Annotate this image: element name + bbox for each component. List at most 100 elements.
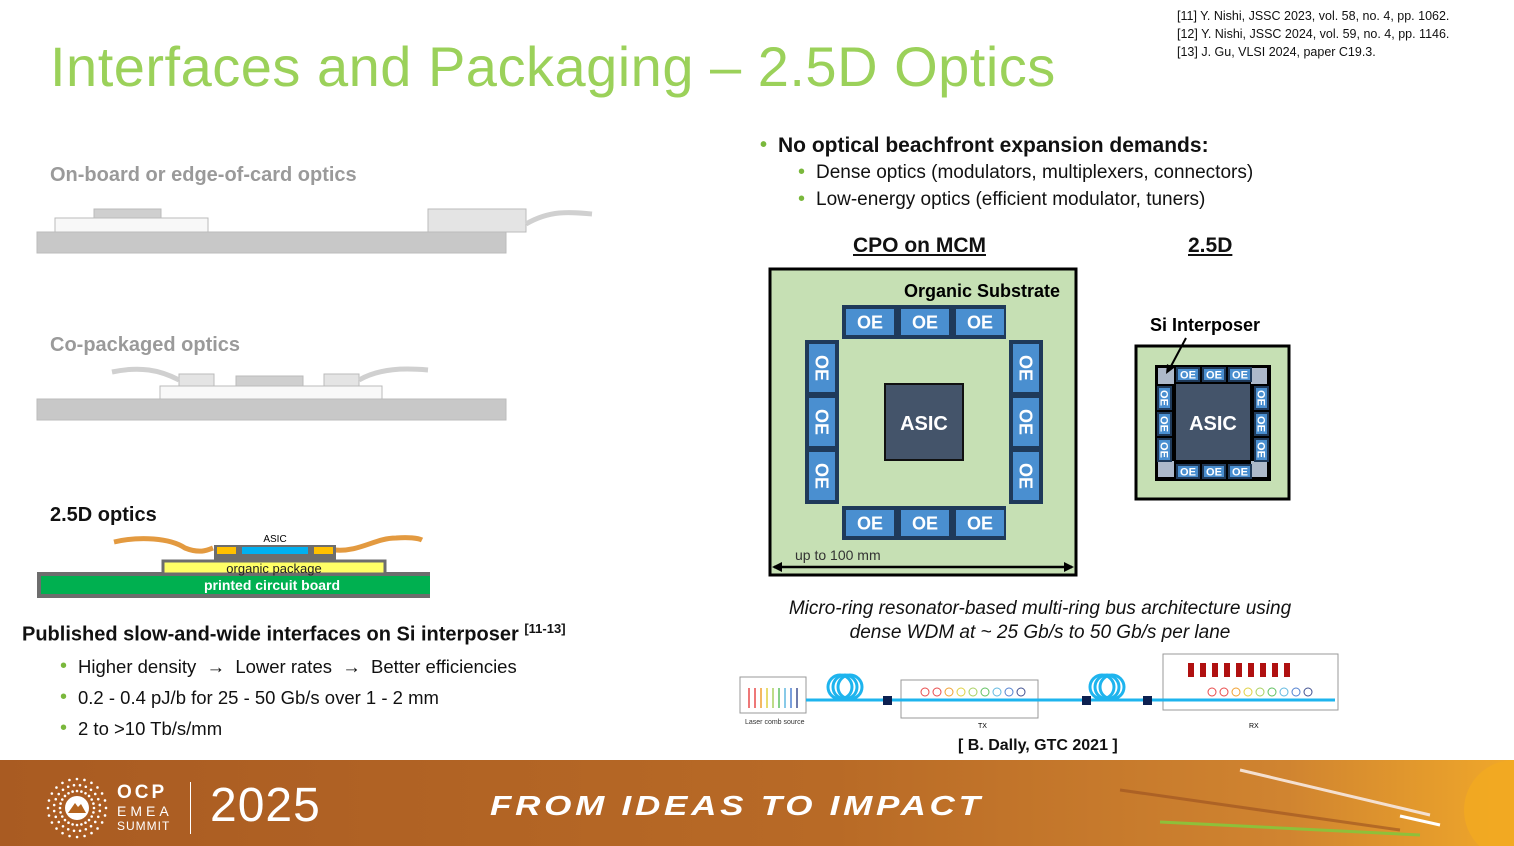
oe-block [1202, 464, 1226, 479]
rx-box [1162, 653, 1339, 711]
oe-block [1254, 438, 1269, 462]
footer-banner: OCP EMEA SUMMIT 2025 FROM IDEAS TO IMPAC… [0, 760, 1514, 846]
references: [11] Y. Nishi, JSSC 2023, vol. 58, no. 4… [1177, 7, 1449, 61]
logo-dot [84, 791, 87, 795]
optics-2-5d-diagram: ASIC organic package printed circuit boa… [37, 534, 430, 598]
logo-dot [72, 829, 76, 833]
logo-dot [90, 798, 94, 801]
oe-block [1157, 438, 1172, 462]
oe-label: OE [912, 513, 938, 533]
oe-block [807, 450, 837, 502]
logo-dot [104, 806, 108, 810]
rx-label: RX [1249, 723, 1259, 730]
logo-dot [80, 790, 83, 793]
oe-block [954, 508, 1006, 538]
si-interposer-label: Si Interposer [1150, 315, 1260, 335]
published-heading: Published slow-and-wide interfaces on Si… [22, 621, 566, 647]
logo-dot [59, 811, 62, 814]
logo-dot [68, 834, 71, 838]
logo-dot [47, 799, 51, 802]
oe-block [954, 307, 1006, 337]
logo-dot [84, 821, 87, 825]
asic-label: ASIC [1189, 413, 1237, 435]
bullet-item: 0.2 - 0.4 pJ/b for 25 - 50 Gb/s over 1 -… [60, 682, 517, 713]
logo-dot [61, 824, 65, 828]
oe-block [807, 396, 837, 448]
logo-dot [89, 788, 93, 792]
logo-dot [60, 798, 64, 801]
organic-package-label: organic package [226, 561, 321, 576]
logo-dot [58, 806, 62, 810]
oe-label: OE [1016, 409, 1036, 435]
logo-dot [103, 814, 107, 817]
logo-dot [96, 827, 99, 830]
asic-die [884, 383, 964, 461]
oe-label: OE [967, 513, 993, 533]
oe-block [1254, 412, 1269, 436]
logo-dot [52, 809, 56, 813]
fiber-coil [836, 673, 864, 701]
logo-dot [50, 821, 54, 824]
oe-label: OE [1206, 466, 1222, 478]
photodetector [1236, 663, 1242, 677]
asic-die [1176, 384, 1250, 460]
oe-block [1202, 367, 1226, 382]
oe-label: OE [812, 463, 832, 489]
oe-block [844, 307, 896, 337]
oe-label: OE [1232, 369, 1248, 381]
rx-ring [1291, 687, 1301, 697]
oe-block [1228, 367, 1252, 382]
logo-dot [71, 790, 74, 793]
main-bullet: No optical beachfront expansion demands: [760, 130, 1209, 161]
oe-block [807, 342, 837, 394]
logo-dot [57, 792, 61, 796]
photodetector [1188, 663, 1194, 677]
logo-dot [75, 823, 79, 827]
laser-label: Laser comb source [745, 719, 805, 726]
oe-block [1228, 464, 1252, 479]
bullet-item: Higher density → Lower rates → Better ef… [60, 651, 517, 682]
oe-block [1176, 464, 1200, 479]
oe-label: OE [812, 409, 832, 435]
oe-label: OE [1255, 390, 1267, 406]
bullet-item: 2 to >10 Tb/s/mm [60, 713, 517, 744]
oe-block [1011, 396, 1041, 448]
right-bullets: No optical beachfront expansion demands: [760, 130, 1209, 161]
asic-label: ASIC [900, 413, 948, 435]
logo-dot [100, 792, 104, 795]
rx-ring [1279, 687, 1289, 697]
logo-dot [98, 809, 102, 813]
logo-dot [78, 783, 82, 787]
rx-ring [1267, 687, 1277, 697]
oe-label: OE [1255, 416, 1267, 432]
logo-dot [61, 788, 65, 792]
connector [1143, 696, 1152, 705]
oe-label: OE [1255, 442, 1267, 458]
logo-dot [61, 781, 64, 785]
oe-label: OE [1158, 416, 1170, 432]
tx-ring [1004, 687, 1014, 697]
logo-dot [66, 785, 70, 789]
rx-ring [1255, 687, 1265, 697]
photodetector [1200, 663, 1206, 677]
logo-dot [93, 792, 97, 796]
logo-dot [57, 820, 61, 824]
rx-ring [1243, 687, 1253, 697]
onboard-optics-diagram [36, 208, 593, 254]
oe-label: OE [857, 513, 883, 533]
rx-ring [1207, 687, 1217, 697]
logo-dot [96, 815, 100, 819]
oe-block [1157, 386, 1172, 410]
logo-dot [83, 778, 86, 782]
oe-label: OE [1158, 442, 1170, 458]
sub-bullet: Dense optics (modulators, multiplexers, … [798, 159, 1253, 186]
logo-dot [47, 814, 51, 817]
reference: [12] Y. Nishi, JSSC 2024, vol. 59, no. 4… [1177, 27, 1450, 41]
oe-block [899, 508, 951, 538]
interposer-corner [1158, 368, 1174, 384]
logo-dot [55, 786, 58, 789]
oe-label: OE [1016, 355, 1036, 381]
logo-dot [87, 818, 91, 822]
logo-dot [60, 815, 64, 818]
